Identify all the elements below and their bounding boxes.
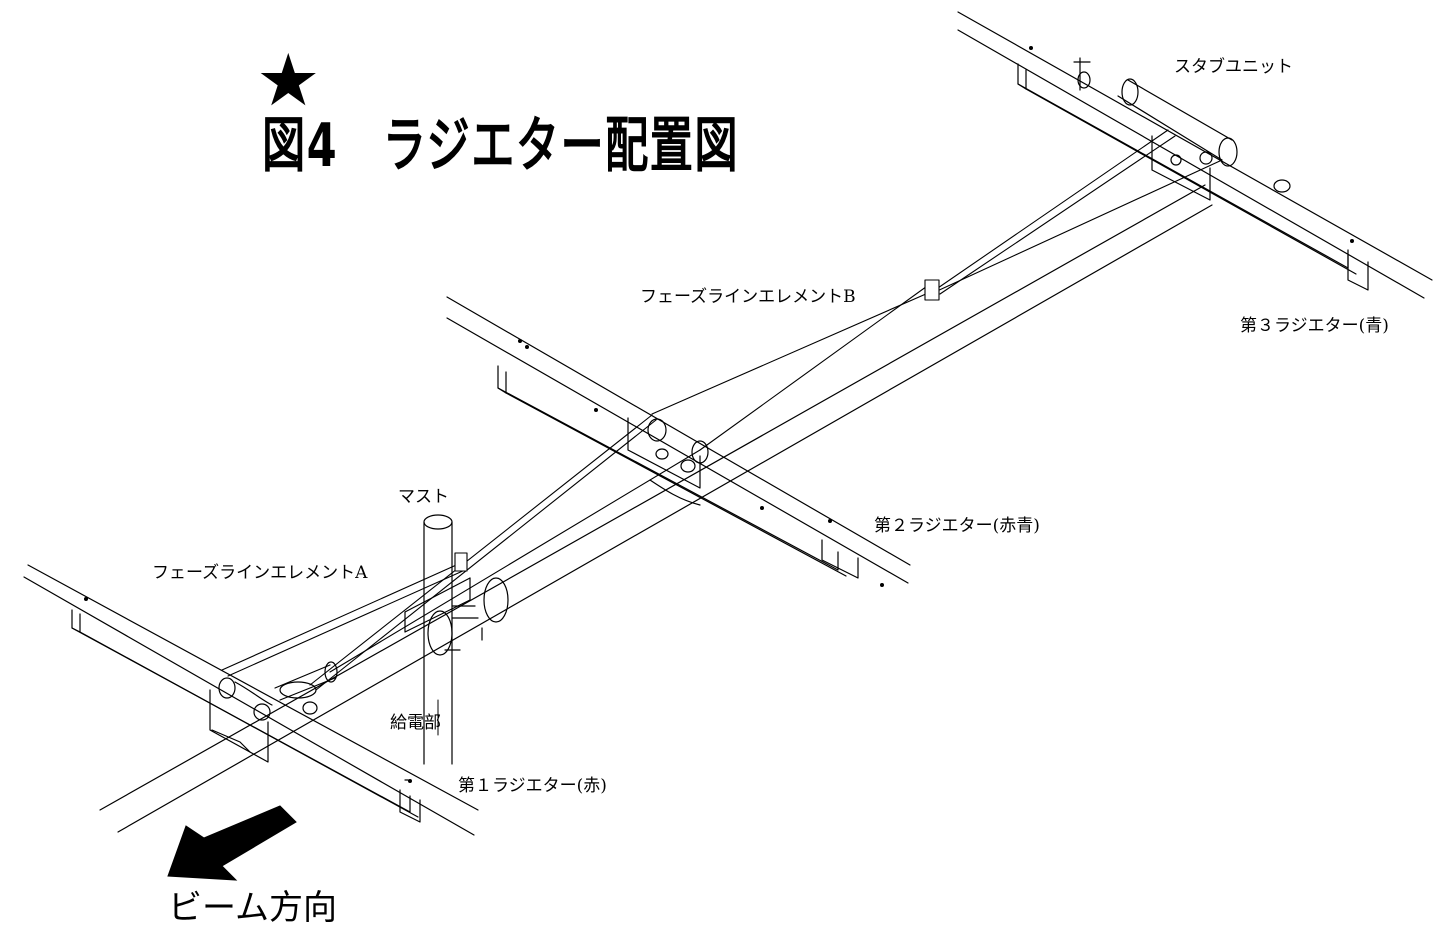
radiator-3-label: 第３ラジエター(青) <box>1240 316 1389 336</box>
feed-point-label: 給電部 <box>390 713 441 733</box>
figure-title: 図4 ラジエター配置図 <box>262 111 740 181</box>
radiator-2-element <box>446 296 911 584</box>
phase-line-a <box>221 414 701 691</box>
beam-direction-label: ビーム方向 <box>168 888 337 928</box>
stub-unit-label: スタブユニット <box>1174 57 1293 77</box>
radiator-1-label: 第１ラジエター(赤) <box>458 776 607 796</box>
mast-label: マスト <box>398 487 449 507</box>
mast <box>404 514 509 765</box>
radiator-3-element <box>957 11 1433 299</box>
boom <box>99 184 1213 833</box>
star-icon: ★ <box>256 38 321 122</box>
screw-dots <box>84 46 1354 783</box>
beam-direction-arrow-icon <box>167 805 297 881</box>
radiator-2-label: 第２ラジエター(赤青) <box>874 516 1040 536</box>
phase-line-b <box>454 129 1223 572</box>
phase-line-b-label: フェーズラインエレメントB <box>640 287 856 307</box>
phase-line-a-label: フェーズラインエレメントA <box>152 563 368 583</box>
